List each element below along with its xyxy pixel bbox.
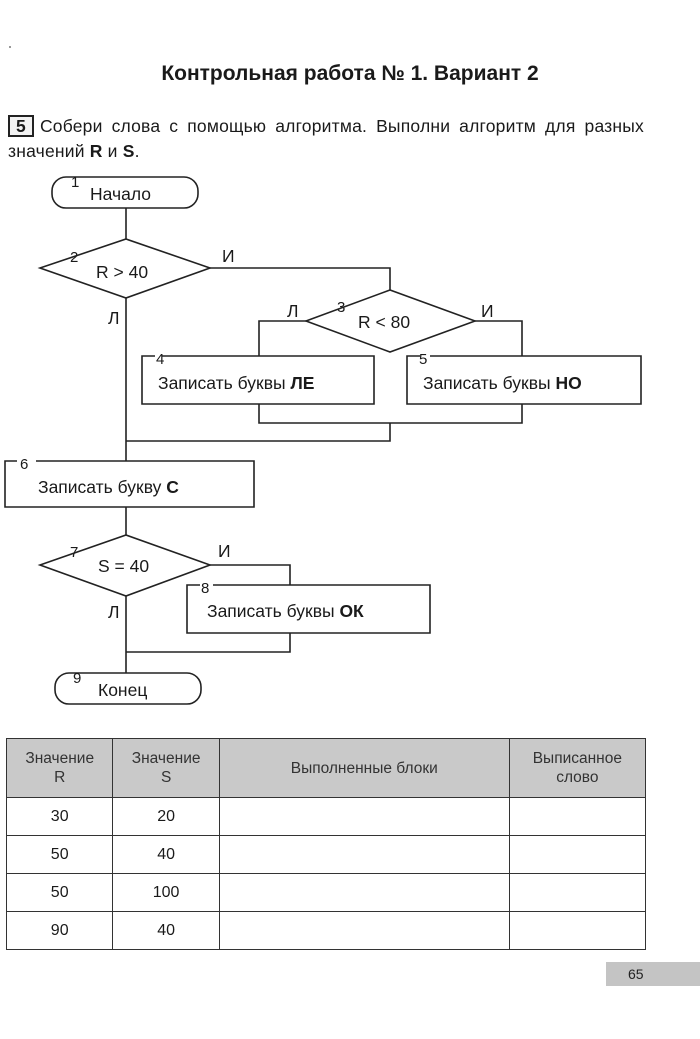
task-var-s: S xyxy=(122,141,135,161)
block-3-label: R < 80 xyxy=(358,312,410,332)
task-number: 5 xyxy=(8,115,34,137)
cell-r: 50 xyxy=(5,835,114,874)
block-5-label: Записать буквы НО xyxy=(423,373,582,393)
block-6-letters: С xyxy=(166,477,179,497)
connector-4-5-merge xyxy=(258,404,523,424)
cell-s: 40 xyxy=(112,835,220,874)
connector-merge-to-main xyxy=(126,423,391,442)
table-row: 50 100 xyxy=(5,873,647,912)
block-8-number: 8 xyxy=(201,580,209,597)
header-executed-blocks: Выполненные блоки xyxy=(218,738,510,798)
cell-r: 50 xyxy=(5,873,114,912)
block-9-number: 9 xyxy=(73,670,81,687)
block-6-text: Записать букву xyxy=(38,477,166,497)
block-3-decision xyxy=(303,289,478,353)
block-8-text: Записать буквы xyxy=(207,601,339,621)
block-2-yes-label: И xyxy=(222,246,235,266)
table-row: 30 20 xyxy=(5,797,647,836)
block-3-yes-label: И xyxy=(481,301,494,321)
block-end-terminal xyxy=(54,672,202,705)
block-7-no-label: Л xyxy=(108,602,119,622)
block-2-label: R > 40 xyxy=(96,262,148,282)
block-4-process xyxy=(141,355,375,405)
block-3-no-label: Л xyxy=(287,301,298,321)
block-8-label: Записать буквы ОК xyxy=(207,601,364,621)
block-6-number: 6 xyxy=(20,456,28,473)
block-7-label: S = 40 xyxy=(98,556,149,576)
cell-blocks[interactable] xyxy=(218,797,510,836)
block-5-text: Записать буквы xyxy=(423,373,555,393)
task-text: Собери слова с помощью алгоритма. Выполн… xyxy=(8,116,644,161)
cell-r: 90 xyxy=(5,911,114,950)
connector-7-yes xyxy=(210,564,291,585)
cell-blocks[interactable] xyxy=(218,911,510,950)
page-number: 65 xyxy=(606,962,700,986)
cell-s: 20 xyxy=(112,797,220,836)
cell-blocks[interactable] xyxy=(218,873,510,912)
block-5-number: 5 xyxy=(419,351,427,368)
block-4-letters: ЛЕ xyxy=(290,373,314,393)
block-6-process xyxy=(4,460,255,508)
task-and: и xyxy=(102,141,123,161)
cell-word[interactable] xyxy=(508,797,647,836)
cell-s: 100 xyxy=(112,873,220,912)
block-start-terminal xyxy=(51,176,199,209)
cell-r: 30 xyxy=(5,797,114,836)
page-title: Контрольная работа № 1. Вариант 2 xyxy=(161,62,539,85)
block-7-yes-label: И xyxy=(218,541,231,561)
block-4-label: Записать буквы ЛЕ xyxy=(158,373,314,393)
connector-3-yes xyxy=(475,320,523,356)
task-end: . xyxy=(134,141,140,161)
block-2-number: 2 xyxy=(70,249,78,266)
block-5-process xyxy=(406,355,642,405)
block-7-decision xyxy=(37,534,213,597)
block-1-number: 1 xyxy=(71,174,79,191)
block-9-label: Конец xyxy=(98,680,147,700)
block-4-text: Записать буквы xyxy=(158,373,290,393)
table-row: 50 40 xyxy=(5,835,647,874)
block-8-letters: ОК xyxy=(339,601,364,621)
table-row: 90 40 xyxy=(5,911,647,950)
flowchart: 1 Начало 2 R > 40 И Л 3 R < 80 Л И 4 Зап… xyxy=(4,174,642,705)
block-2-decision xyxy=(37,238,213,299)
cell-word[interactable] xyxy=(508,873,647,912)
block-6-label: Записать букву С xyxy=(38,477,179,497)
cell-word[interactable] xyxy=(508,911,647,950)
scan-speck xyxy=(9,46,11,48)
block-7-number: 7 xyxy=(70,544,78,561)
connector-2-yes xyxy=(210,267,391,290)
cell-word[interactable] xyxy=(508,835,647,874)
block-3-number: 3 xyxy=(337,299,345,316)
block-2-no-label: Л xyxy=(108,308,119,328)
block-4-number: 4 xyxy=(156,351,164,368)
cell-s: 40 xyxy=(112,911,220,950)
connector-3-no xyxy=(258,320,306,356)
block-1-label: Начало xyxy=(90,184,151,204)
connector-8-merge xyxy=(126,633,291,653)
block-8-process xyxy=(186,584,431,634)
block-5-letters: НО xyxy=(555,373,581,393)
task-var-r: R xyxy=(89,141,103,161)
cell-blocks[interactable] xyxy=(218,835,510,874)
